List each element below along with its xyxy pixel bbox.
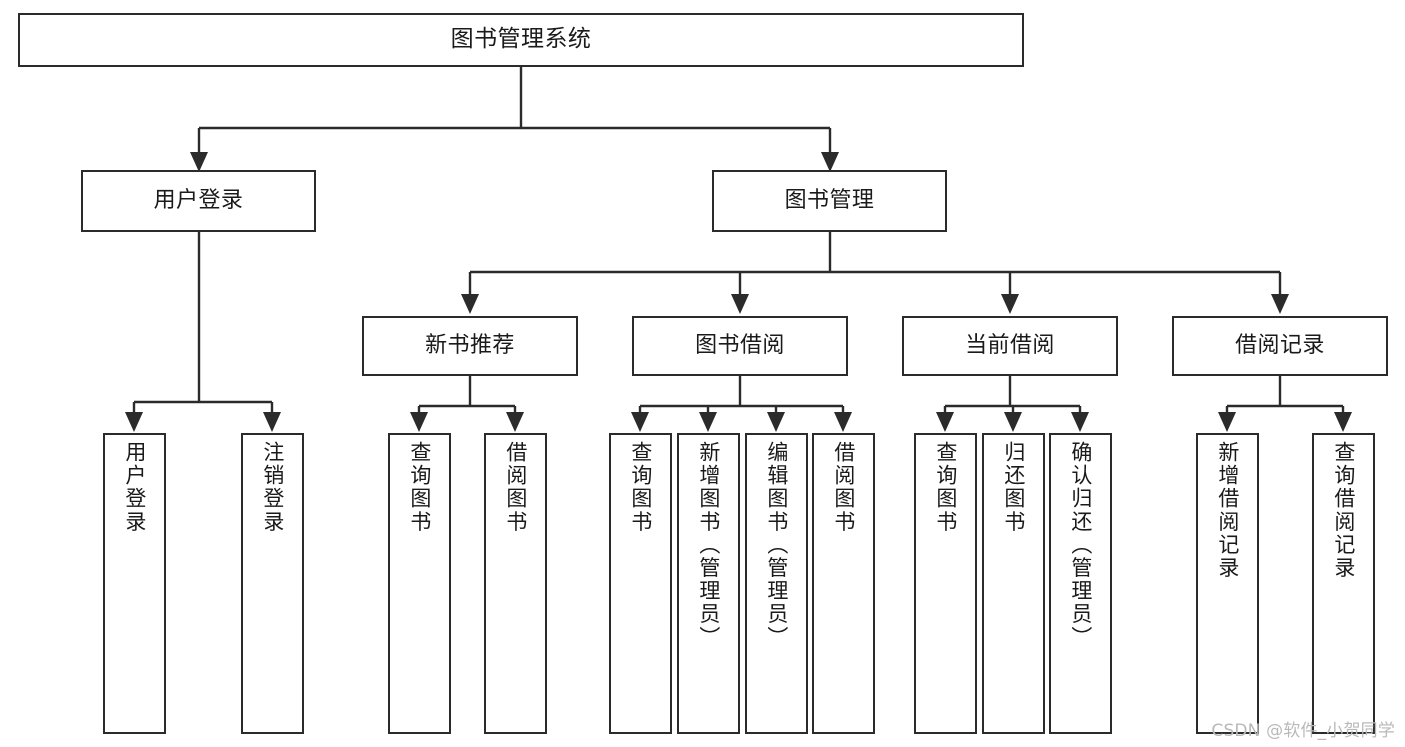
arrow-leaf-edit-book	[767, 412, 785, 432]
node-current-borrow-label: 当前借阅	[965, 332, 1055, 358]
node-leaf-confirm-return[interactable]: 确认归还（管理员）	[1049, 433, 1112, 734]
node-leaf-logout-label: 注销登录	[260, 441, 285, 534]
arrow-leaf-add-record	[1218, 412, 1236, 432]
node-root[interactable]: 图书管理系统	[18, 13, 1024, 67]
node-book-borrow-label: 图书借阅	[695, 332, 785, 358]
arrow-leaf-add-book	[699, 412, 717, 432]
node-leaf-edit-book[interactable]: 编辑图书（管理员）	[745, 433, 808, 734]
node-leaf-add-record[interactable]: 新增借阅记录	[1196, 433, 1259, 734]
node-user-login[interactable]: 用户登录	[81, 170, 316, 232]
node-leaf-borrow-book-2[interactable]: 借阅图书	[812, 433, 875, 734]
node-book-borrow[interactable]: 图书借阅	[632, 316, 848, 376]
node-leaf-query-book-2-label: 查询图书	[628, 441, 653, 534]
node-new-book-recommend[interactable]: 新书推荐	[362, 316, 578, 376]
node-leaf-confirm-return-label: 确认归还（管理员）	[1068, 441, 1093, 649]
node-leaf-query-book-3[interactable]: 查询图书	[914, 433, 977, 734]
arrow-leaf-user-login	[125, 412, 143, 432]
node-borrow-record[interactable]: 借阅记录	[1172, 316, 1388, 376]
node-leaf-borrow-book-2-label: 借阅图书	[831, 441, 856, 534]
node-leaf-edit-book-label: 编辑图书（管理员）	[764, 441, 789, 649]
arrow-leaf-query-book-3	[936, 412, 954, 432]
arrow-new-book-recommend	[461, 294, 479, 314]
node-borrow-record-label: 借阅记录	[1235, 332, 1325, 358]
node-leaf-add-record-label: 新增借阅记录	[1215, 441, 1240, 580]
arrow-user-login	[190, 152, 208, 172]
node-leaf-query-record[interactable]: 查询借阅记录	[1312, 433, 1375, 734]
arrow-borrow-record	[1271, 294, 1289, 314]
node-current-borrow[interactable]: 当前借阅	[902, 316, 1118, 376]
node-leaf-query-book-3-label: 查询图书	[933, 441, 958, 534]
arrow-leaf-return-book	[1004, 412, 1022, 432]
node-new-book-recommend-label: 新书推荐	[425, 332, 515, 358]
arrow-book-borrow	[731, 294, 749, 314]
arrow-leaf-borrow-book-2	[834, 412, 852, 432]
node-root-label: 图书管理系统	[450, 26, 592, 53]
arrow-book-manage	[821, 152, 839, 172]
arrow-leaf-confirm-return	[1071, 412, 1089, 432]
arrow-leaf-query-book-2	[631, 412, 649, 432]
node-leaf-logout[interactable]: 注销登录	[241, 433, 304, 734]
node-leaf-add-book[interactable]: 新增图书（管理员）	[677, 433, 740, 734]
node-leaf-borrow-book-1-label: 借阅图书	[503, 441, 528, 534]
node-leaf-user-login[interactable]: 用户登录	[103, 433, 166, 734]
node-leaf-return-book[interactable]: 归还图书	[982, 433, 1045, 734]
node-leaf-query-book-1-label: 查询图书	[407, 441, 432, 534]
node-user-login-label: 用户登录	[153, 187, 244, 213]
node-book-manage-label: 图书管理	[784, 187, 875, 213]
node-leaf-query-record-label: 查询借阅记录	[1331, 441, 1356, 580]
node-leaf-add-book-label: 新增图书（管理员）	[696, 441, 721, 649]
node-leaf-query-book-2[interactable]: 查询图书	[609, 433, 672, 734]
watermark-text: CSDN @软件_小贺同学	[1211, 721, 1395, 741]
arrow-leaf-query-record	[1334, 412, 1352, 432]
node-book-manage[interactable]: 图书管理	[712, 170, 947, 232]
node-leaf-query-book-1[interactable]: 查询图书	[388, 433, 451, 734]
arrow-leaf-logout	[263, 412, 281, 432]
node-leaf-borrow-book-1[interactable]: 借阅图书	[484, 433, 547, 734]
node-leaf-return-book-label: 归还图书	[1001, 441, 1026, 534]
arrow-leaf-query-book-1	[410, 412, 428, 432]
arrow-leaf-borrow-book-1	[506, 412, 524, 432]
arrow-current-borrow	[1001, 294, 1019, 314]
node-leaf-user-login-label: 用户登录	[122, 441, 147, 534]
